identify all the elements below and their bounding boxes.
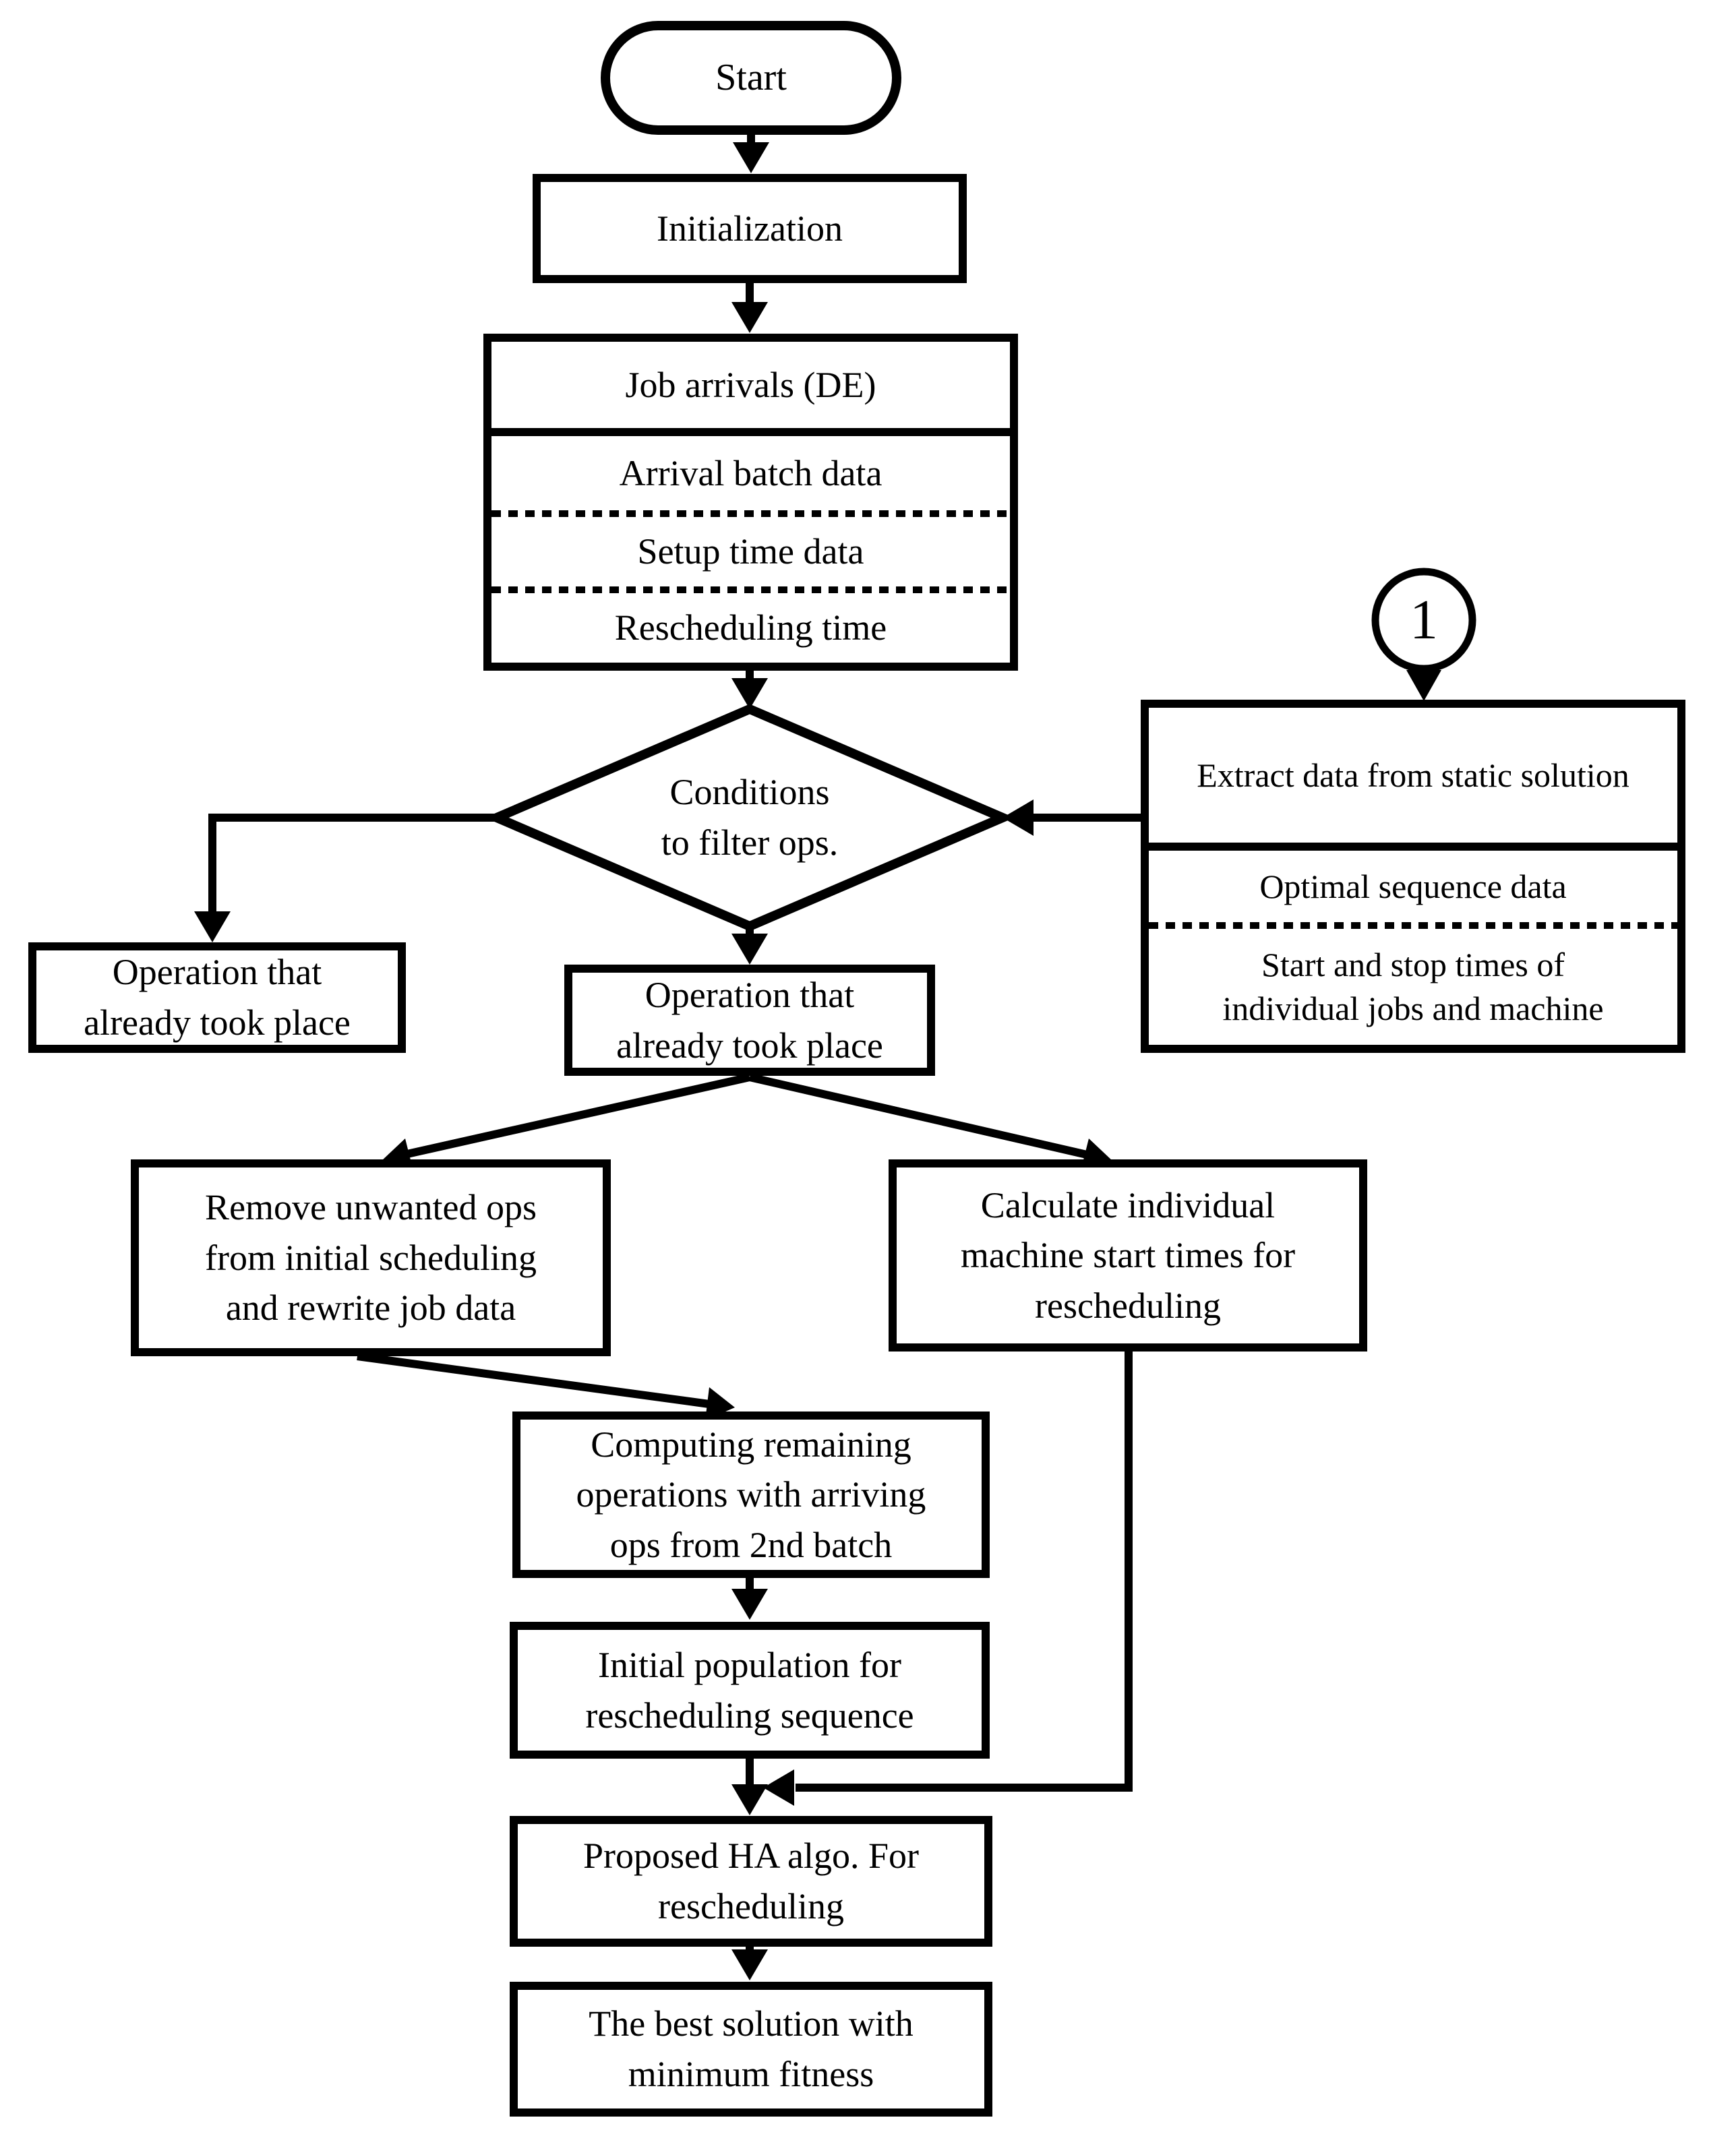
start-terminator-shape [601,21,901,135]
rescheduling-time-label: Rescheduling time [614,607,887,648]
node-decision: Conditions to filter ops. [598,760,901,875]
start-stop-times-label: Start and stop times of individual jobs … [1222,946,1604,1027]
node-remove-unwanted: Remove unwanted ops from initial schedul… [131,1159,611,1356]
node-start: Start [605,26,897,130]
dotted-divider [491,586,1010,593]
arrowhead-down-icon [731,1589,768,1620]
solid-divider [491,428,1010,436]
initial-population-label: Initial population for rescheduling sequ… [585,1644,914,1736]
arrowhead-down-icon [731,934,768,965]
node-job-arrivals: Job arrivals (DE) Arrival batch data Set… [483,334,1018,671]
setup-time-data-label: Setup time data [637,531,864,572]
extract-data-title: Extract data from static solution [1197,756,1629,794]
arrow-calculate-to-junction [796,1350,1133,1792]
proposed-ha-label: Proposed HA algo. For rescheduling [583,1835,919,1926]
dotted-divider [1149,922,1677,929]
node-best-solution: The best solution with minimum fitness [510,1982,992,2117]
arrow-op-center-to-calculate [748,1073,1088,1159]
node-op-took-place-center: Operation that already took place [564,965,935,1076]
initialization-label: Initialization [657,208,843,249]
node-initialization: Initialization [533,174,967,283]
arrival-batch-data-label: Arrival batch data [619,452,882,493]
arrowhead-down-icon [731,302,768,333]
arrowhead-left-icon [1002,799,1034,836]
node-connector-1: 1 [1383,585,1464,655]
arrowhead-down-icon [194,911,231,942]
solid-divider [1149,843,1677,851]
start-label: Start [715,56,787,98]
arrow-remove-to-computing [357,1352,710,1408]
dotted-divider [491,510,1010,517]
node-extract-data: Extract data from static solution Optima… [1141,700,1685,1053]
op-took-place-left-label: Operation that already took place [84,952,351,1043]
arrow-op-center-to-remove [406,1073,751,1158]
arrowhead-left-icon [763,1769,794,1806]
node-op-took-place-left: Operation that already took place [28,942,406,1053]
remove-unwanted-label: Remove unwanted ops from initial schedul… [205,1187,537,1329]
op-took-place-center-label: Operation that already took place [616,974,883,1066]
best-solution-label: The best solution with minimum fitness [589,2003,914,2094]
node-computing-remaining: Computing remaining operations with arri… [512,1412,990,1578]
arrowhead-down-icon [733,142,769,173]
decision-label: Conditions to filter ops. [661,772,839,863]
decision-diamond-shape [485,704,1015,932]
arrowhead-down-icon [731,1949,768,1980]
connector-circle-shape [1371,568,1476,673]
connector-1-label: 1 [1410,588,1438,651]
job-arrivals-title: Job arrivals (DE) [625,364,876,405]
optimal-sequence-label: Optimal sequence data [1259,867,1567,905]
arrowhead-down-icon [731,1784,768,1815]
calc-machine-start-label: Calculate individual machine start times… [960,1184,1296,1326]
node-proposed-ha: Proposed HA algo. For rescheduling [510,1816,992,1947]
arrow-decision-to-op-left [208,814,497,913]
computing-remaining-label: Computing remaining operations with arri… [576,1424,926,1565]
arrowhead-down-icon [731,678,768,709]
node-initial-population: Initial population for rescheduling sequ… [510,1622,990,1759]
node-calc-machine-start: Calculate individual machine start times… [889,1159,1367,1352]
arrowhead-down-icon [1406,670,1441,701]
